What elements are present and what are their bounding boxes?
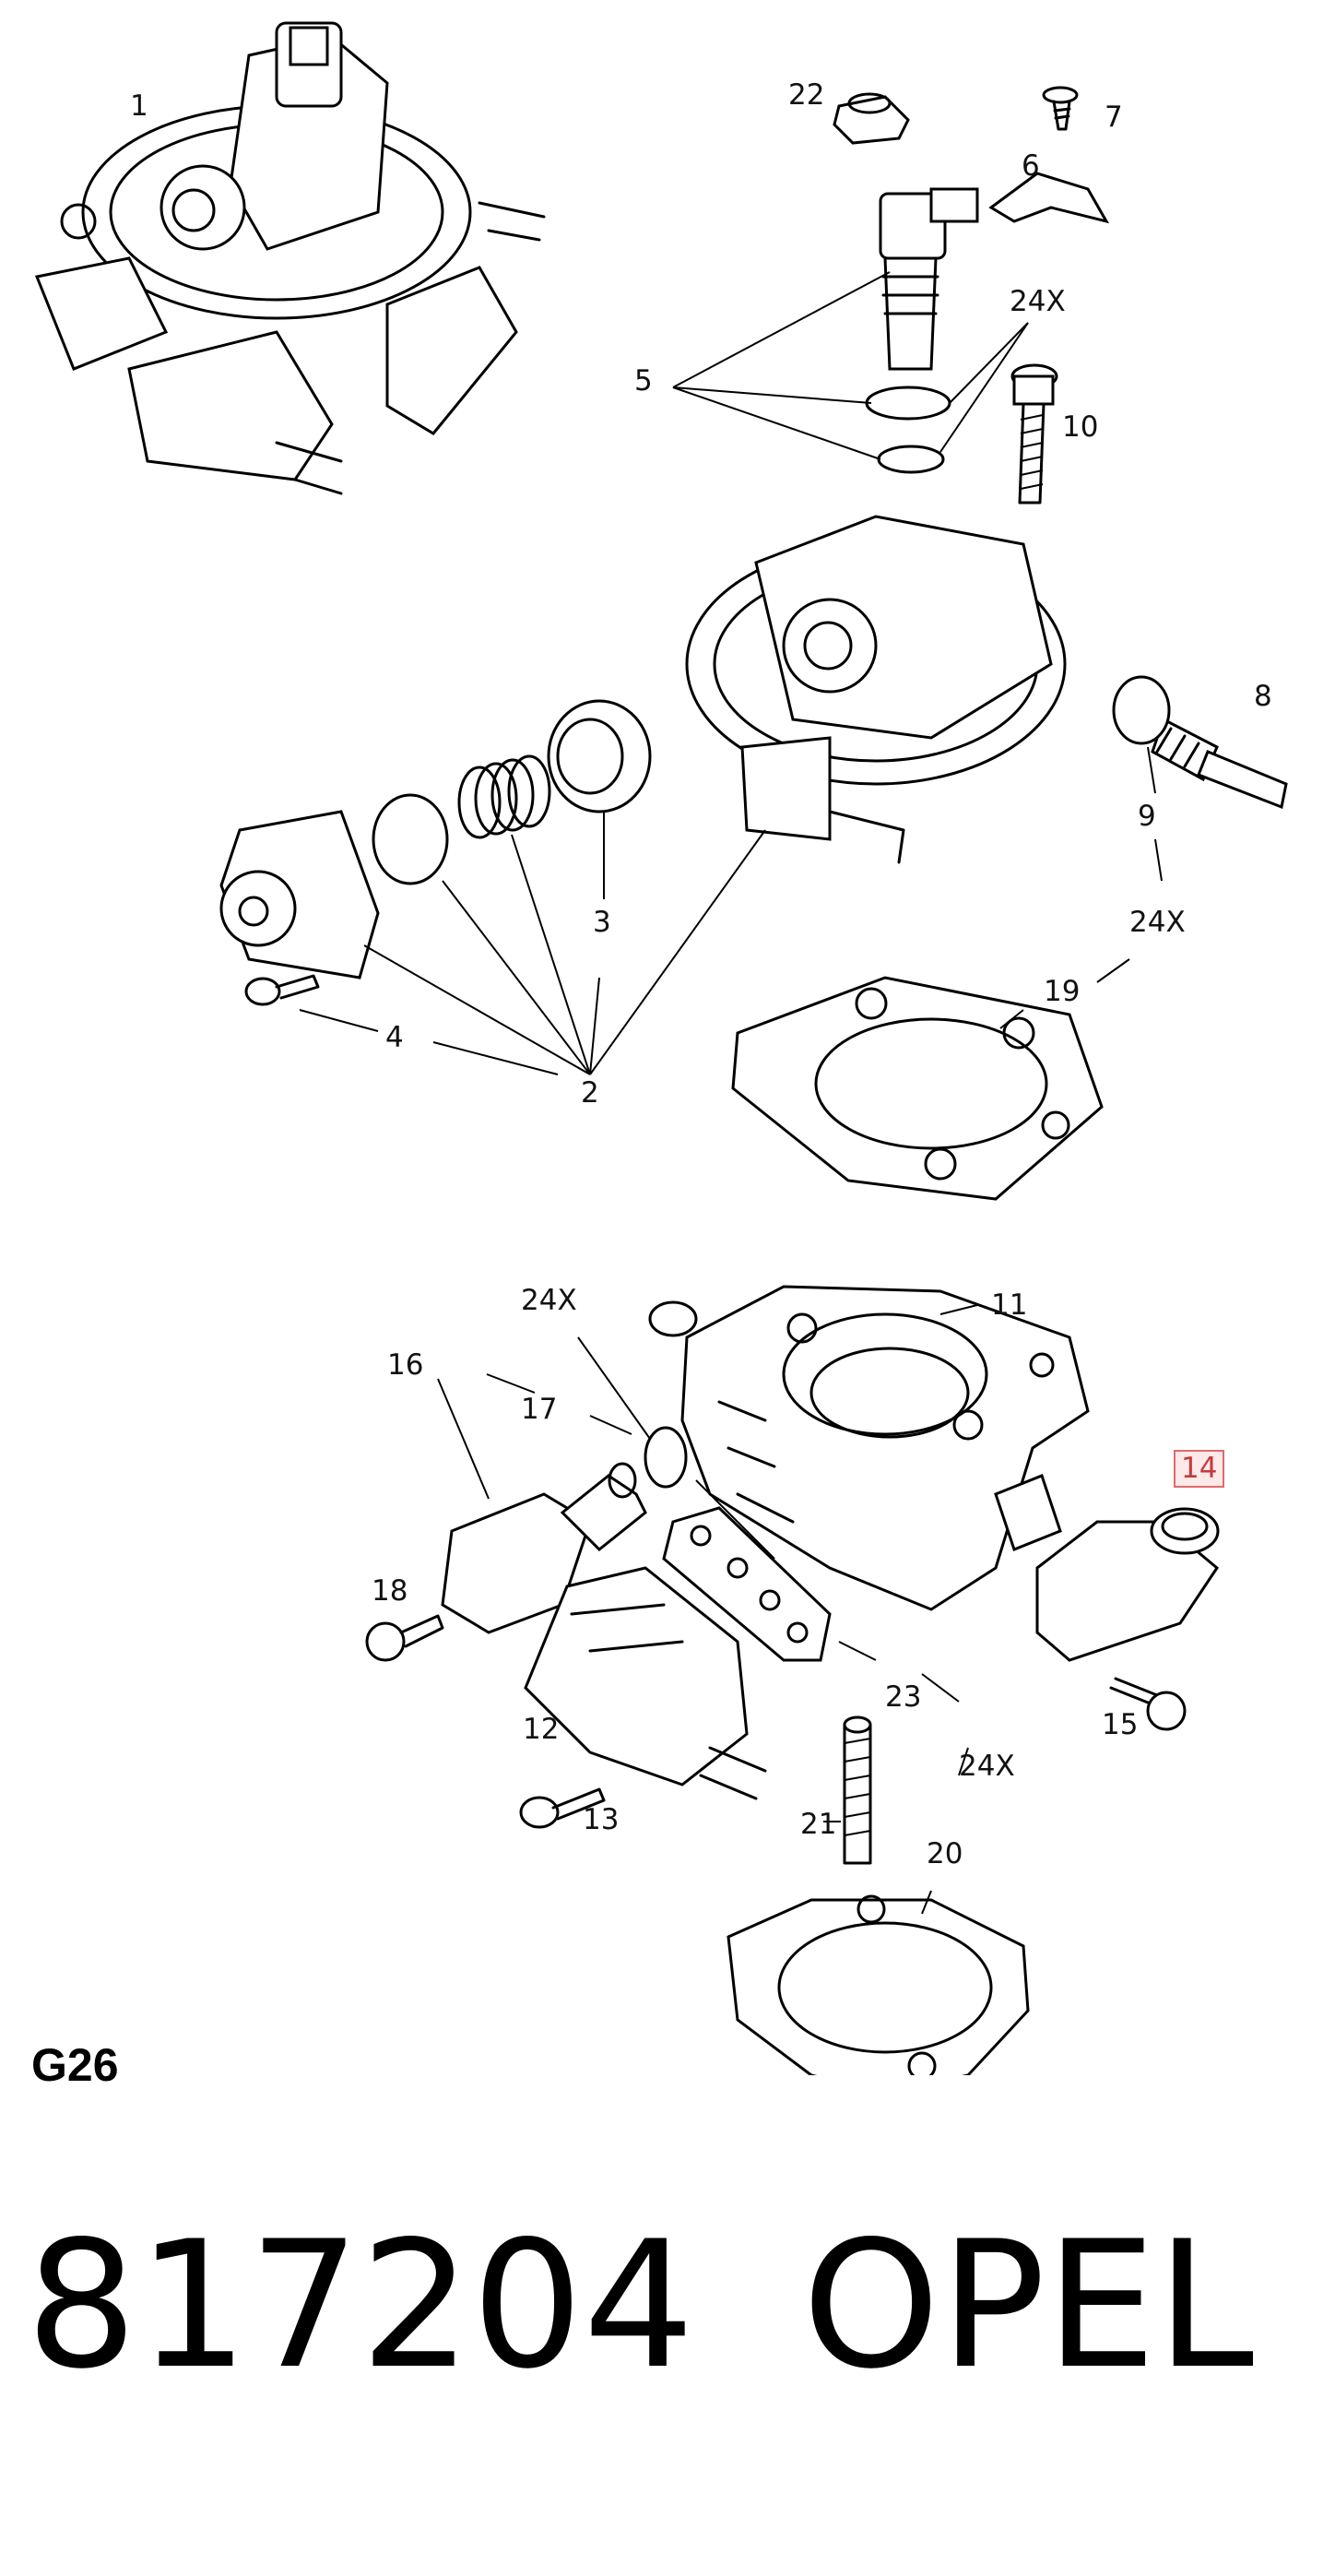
screw-small: [1042, 86, 1079, 131]
label-part-24x-c: 24X: [521, 1284, 577, 1317]
throttle-body-assembly: [34, 21, 546, 495]
label-part-7: 7: [1105, 101, 1123, 134]
label-part-14-highlighted: 14: [1174, 1450, 1225, 1488]
label-part-6: 6: [1022, 149, 1040, 183]
label-part-12: 12: [523, 1713, 560, 1746]
screw-4: [244, 974, 320, 1006]
label-part-24x-d: 24X: [959, 1750, 1015, 1783]
part-number: 817204: [26, 2203, 695, 2407]
fuel-injector: [879, 187, 979, 371]
o-ring-17: [644, 1426, 688, 1489]
screw-13: [519, 1787, 606, 1829]
screw-18: [365, 1614, 444, 1662]
throttle-position-sensor: [1035, 1507, 1220, 1662]
o-ring-small: [877, 445, 945, 474]
label-part-19: 19: [1044, 975, 1081, 1008]
leader-lines-upper: [299, 271, 1163, 1075]
throttle-housing-lower: [648, 1285, 1090, 1611]
seal-ring-9: [1112, 675, 1171, 745]
spring: [457, 754, 551, 839]
brand-name: OPEL: [802, 2203, 1255, 2407]
diaphragm-seal: [372, 793, 449, 885]
exploded-parts-diagram: [34, 21, 1288, 2075]
long-bolt: [1010, 363, 1058, 505]
gasket-lower: [727, 1894, 1030, 2075]
diaphragm-cover: [547, 699, 652, 813]
label-part-2: 2: [581, 1076, 599, 1110]
label-part-8: 8: [1254, 680, 1272, 713]
sheet-code: G26: [31, 2039, 119, 2091]
label-part-1: 1: [130, 89, 148, 123]
label-part-21: 21: [800, 1808, 837, 1841]
label-part-23: 23: [885, 1680, 922, 1714]
clip-plate: [988, 172, 1110, 224]
regulator-cover: [219, 810, 380, 979]
label-part-5: 5: [634, 364, 653, 398]
upper-housing: [685, 515, 1067, 864]
label-part-24x-a: 24X: [1010, 285, 1066, 318]
label-part-9: 9: [1138, 800, 1156, 833]
label-part-17: 17: [521, 1393, 558, 1426]
label-part-3: 3: [593, 906, 611, 939]
screw-15: [1109, 1677, 1187, 1731]
o-ring-large: [865, 386, 951, 421]
label-part-4: 4: [385, 1021, 404, 1054]
hose-fitting: [1151, 717, 1288, 810]
label-part-11: 11: [991, 1288, 1028, 1322]
stud-bolt: [843, 1715, 872, 1865]
leader-lines-lower: [437, 1304, 978, 1915]
gasket-upper: [731, 976, 1104, 1201]
label-part-13: 13: [583, 1803, 620, 1836]
label-part-18: 18: [372, 1574, 408, 1608]
control-module: [524, 1566, 767, 1800]
label-part-20: 20: [927, 1837, 963, 1870]
label-part-15: 15: [1102, 1708, 1139, 1741]
label-part-24x-b: 24X: [1129, 906, 1186, 939]
label-part-22: 22: [788, 78, 825, 112]
label-part-10: 10: [1062, 410, 1099, 444]
gasket-small: [662, 1506, 832, 1662]
label-part-16: 16: [387, 1348, 424, 1382]
nut: [833, 92, 910, 145]
